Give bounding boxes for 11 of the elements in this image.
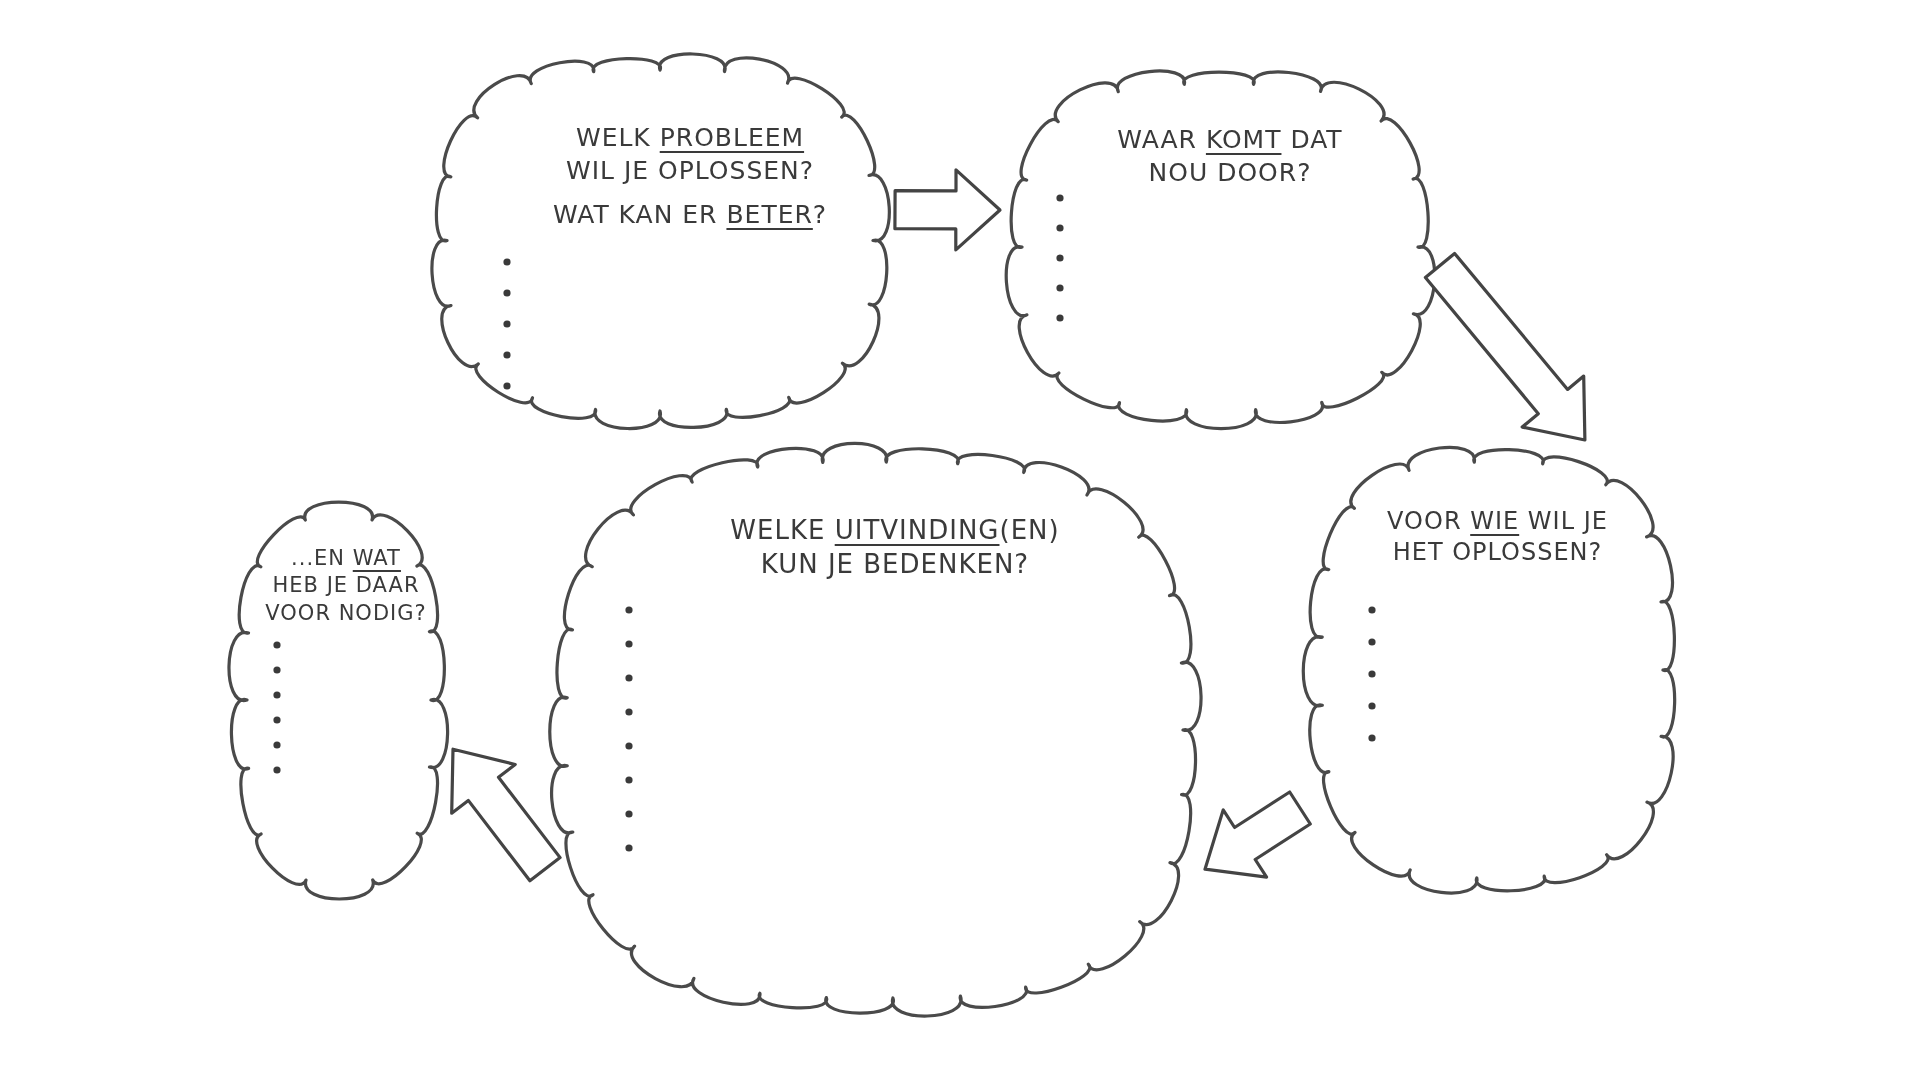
question-text: VOOR WIE WIL JE HET OPLOSSEN?: [1386, 506, 1609, 569]
block-arrow: [1203, 790, 1312, 879]
question-text: WAAR KOMT DAT NOU DOOR?: [1116, 124, 1344, 189]
thought-cloud: [545, 440, 1205, 1020]
question-text: WELK PROBLEEM WIL JE OPLOSSEN?: [564, 122, 816, 187]
block-arrow: [450, 747, 562, 883]
question-text: WELKE UITVINDING(EN) KUN JE BEDENKEN?: [729, 514, 1061, 581]
block-arrow: [893, 168, 1002, 252]
block-arrow: [1423, 251, 1587, 442]
question-text: ...EN WAT HEB JE DAAR VOOR NODIG?: [264, 545, 428, 627]
question-text: WAT KAN ER BETER?: [552, 199, 828, 231]
